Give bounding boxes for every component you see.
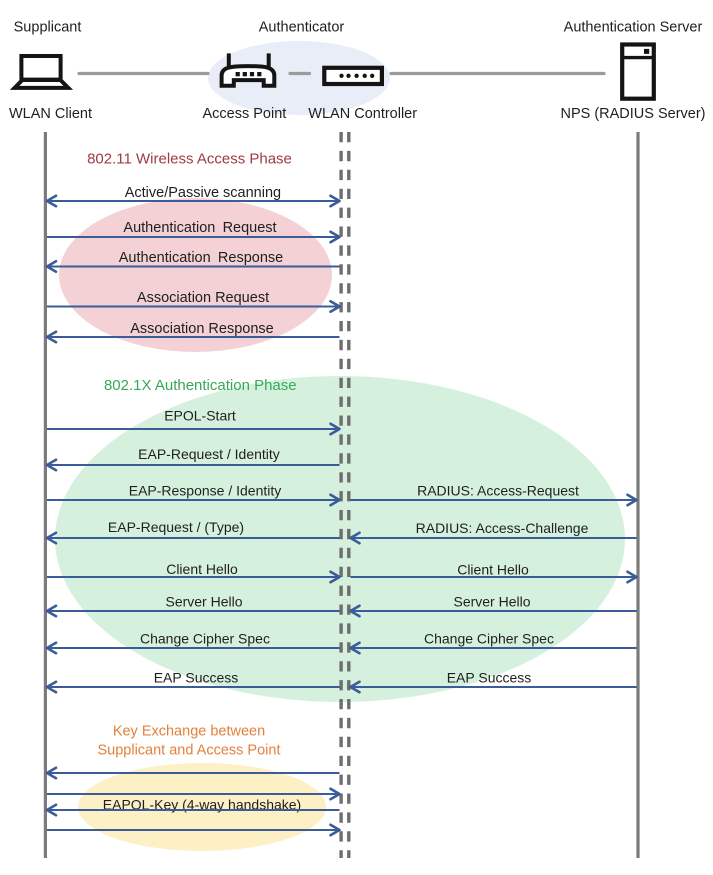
svg-text:Association Request: Association Request (137, 290, 269, 306)
svg-text:Key Exchange between: Key Exchange between (113, 724, 265, 740)
svg-text:Change Cipher Spec: Change Cipher Spec (424, 631, 554, 647)
svg-text:EAP Success: EAP Success (447, 670, 532, 686)
svg-text:Server Hello: Server Hello (165, 594, 242, 610)
svg-text:802.11 Wireless Access Phase: 802.11 Wireless Access Phase (87, 151, 292, 168)
svg-text:NPS (RADIUS Server): NPS (RADIUS Server) (560, 106, 705, 122)
svg-text:EAP-Request / Identity: EAP-Request / Identity (138, 446, 280, 462)
svg-text:Client Hello: Client Hello (457, 562, 529, 578)
svg-text:Association Response: Association Response (130, 321, 273, 337)
svg-text:RADIUS: Access-Challenge: RADIUS: Access-Challenge (416, 520, 589, 536)
svg-text:RADIUS: Access-Request: RADIUS: Access-Request (417, 483, 579, 499)
svg-text:EPOL-Start: EPOL-Start (164, 408, 236, 424)
svg-text:802.1X Authentication Phase: 802.1X Authentication Phase (104, 377, 297, 394)
svg-text:EAP-Request / (Type): EAP-Request / (Type) (108, 519, 244, 535)
svg-text:Change Cipher Spec: Change Cipher Spec (140, 631, 270, 647)
svg-text:Supplicant: Supplicant (14, 20, 82, 36)
svg-text:Authentication Response: Authentication Response (119, 250, 283, 266)
svg-text:Client Hello: Client Hello (166, 561, 238, 577)
svg-text:Authentication Request: Authentication Request (123, 220, 276, 236)
svg-text:Authenticator: Authenticator (259, 20, 345, 36)
svg-text:EAP-Response / Identity: EAP-Response / Identity (129, 483, 282, 499)
svg-text:Supplicant and Access Point: Supplicant and Access Point (98, 743, 281, 759)
svg-text:Access Point: Access Point (202, 106, 286, 122)
svg-text:EAP Success: EAP Success (154, 670, 239, 686)
svg-text:WLAN Controller: WLAN Controller (308, 106, 417, 122)
svg-text:EAPOL-Key (4-way handshake): EAPOL-Key (4-way handshake) (103, 797, 301, 813)
svg-text:Server Hello: Server Hello (453, 594, 530, 610)
svg-text:WLAN Client: WLAN Client (9, 106, 92, 122)
svg-text:Active/Passive scanning: Active/Passive scanning (125, 185, 281, 201)
svg-text:Authentication Server: Authentication Server (564, 20, 703, 36)
